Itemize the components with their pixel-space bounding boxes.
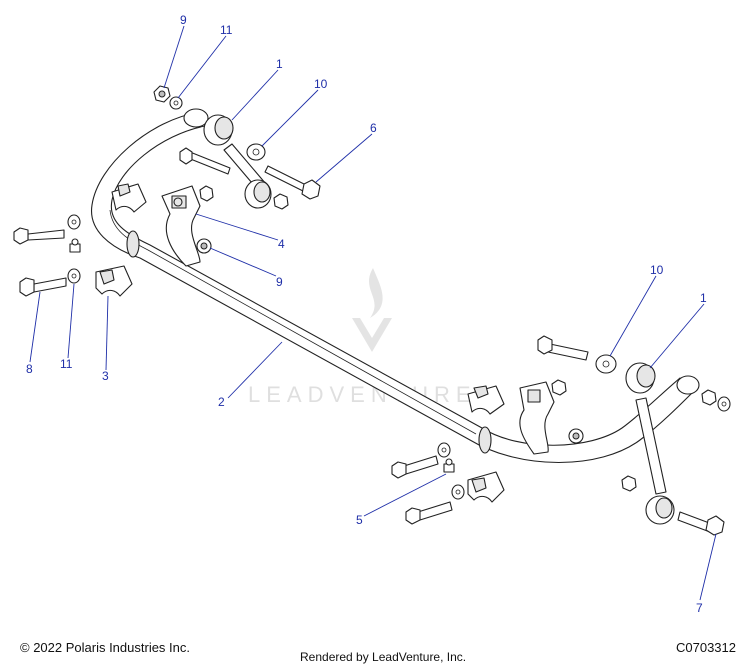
callout-7: 7 — [696, 601, 703, 615]
callout-8: 8 — [26, 362, 33, 376]
callout-11-left: 11 — [60, 357, 73, 371]
nut-right-b — [621, 475, 637, 492]
bolt-8-upper — [13, 227, 65, 245]
washer-11-top — [169, 96, 183, 110]
nut-9-top — [153, 85, 171, 103]
washer-right-c — [451, 484, 465, 500]
grease-fitting-5 — [443, 458, 455, 473]
bracket-clamp-right — [519, 381, 555, 455]
washer-right-b — [437, 442, 451, 458]
nut-right-c — [551, 379, 567, 396]
leader-lines — [29, 25, 717, 601]
callout-5: 5 — [356, 513, 363, 527]
nut-9-mid-a — [199, 185, 214, 202]
bolt-right-lower-a — [391, 455, 439, 479]
bar-ring-right — [478, 426, 492, 454]
bolt-7 — [677, 511, 725, 536]
bolt-6 — [264, 165, 321, 200]
callout-9-mid: 9 — [276, 275, 283, 289]
drawing-id: C0703312 — [676, 640, 736, 655]
bracket-clamp-left — [161, 185, 201, 267]
callout-9-top: 9 — [180, 13, 187, 27]
bolt-8-lower — [19, 277, 67, 297]
washer-11-left-a — [67, 214, 81, 230]
bolt-link-left-a — [179, 147, 231, 175]
callout-3: 3 — [102, 369, 109, 383]
callout-2: 2 — [218, 395, 225, 409]
nut-right-a — [701, 389, 717, 406]
callout-1-left: 1 — [276, 57, 283, 71]
bushing-3 — [95, 265, 133, 297]
end-link-left — [203, 114, 272, 209]
nut-link-left — [273, 193, 289, 210]
bar-end-right — [676, 375, 700, 395]
copyright-text: © 2022 Polaris Industries Inc. — [20, 640, 190, 655]
sway-bar — [91, 108, 700, 464]
end-link-right — [625, 362, 675, 525]
rendered-by-text: Rendered by LeadVenture, Inc. — [300, 650, 467, 664]
bushing-top-left — [111, 183, 147, 213]
callout-4: 4 — [278, 237, 285, 251]
callout-numbers: 9 11 1 10 6 4 9 8 11 3 2 10 1 5 7 — [26, 13, 707, 615]
callout-10-right: 10 — [650, 263, 664, 277]
callout-10-left: 10 — [314, 77, 328, 91]
bolt-right-lower-b — [405, 501, 453, 525]
washer-10-right — [595, 354, 617, 374]
callout-11-top: 11 — [220, 23, 233, 37]
grease-fitting-left — [69, 238, 81, 253]
washer-right-a — [717, 396, 731, 412]
bushing-top-right — [467, 385, 505, 415]
watermark-text: LEADVENTURE — [248, 382, 477, 407]
washer-11-left-b — [67, 268, 81, 284]
bar-ring-left — [126, 230, 140, 258]
callout-6: 6 — [370, 121, 377, 135]
bolt-right-upper — [537, 335, 589, 361]
washer-10-left — [246, 143, 266, 161]
bar-end-left — [183, 108, 209, 128]
callout-1-right: 1 — [700, 291, 707, 305]
bushing-lower-right — [467, 471, 505, 503]
